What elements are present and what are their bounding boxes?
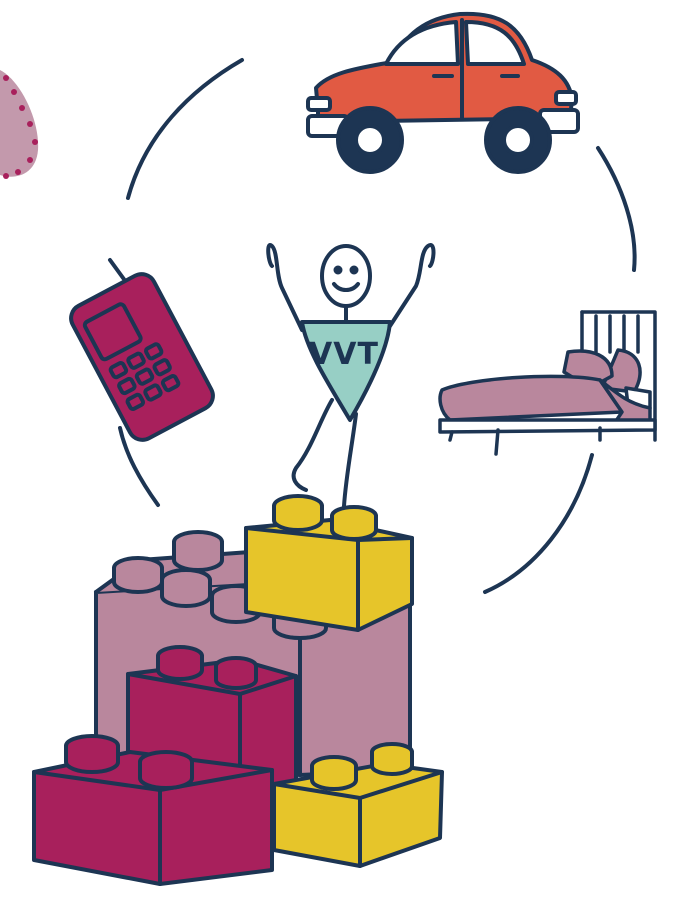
- bed-icon: [440, 312, 655, 454]
- decorative-blob: [0, 70, 38, 179]
- shirt-text: VVT: [309, 337, 379, 372]
- mobile-phone-icon: [66, 260, 218, 445]
- brick-yellow-top: [246, 496, 412, 630]
- figure-head: [322, 246, 370, 306]
- toy-bricks: [34, 496, 442, 884]
- car-icon: [308, 14, 578, 172]
- stick-figure: VVT: [268, 245, 433, 506]
